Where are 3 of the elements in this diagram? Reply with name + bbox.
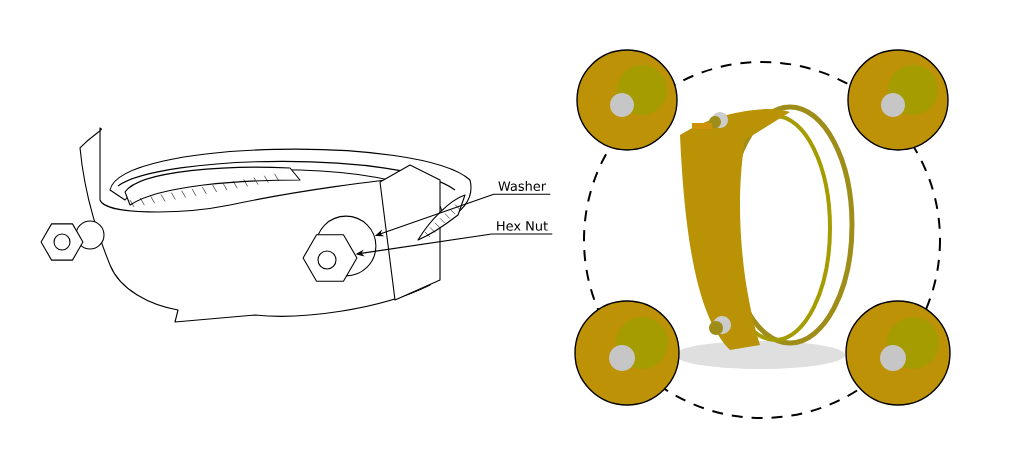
hex-nut (302, 234, 358, 282)
part-label: Hex Nut (497, 221, 548, 231)
part-label: Washer (498, 181, 547, 191)
